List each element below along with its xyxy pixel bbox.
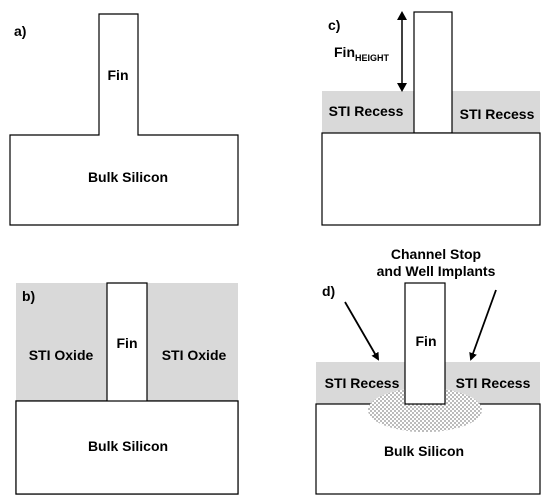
panel-c-fin-height-arrow-down [397,83,407,92]
panel-d-tag: d) [322,283,335,299]
panel-c-fin-height-label: FinHEIGHT [334,44,390,63]
panel-a: a) Fin Bulk Silicon [9,13,239,226]
panel-b-oxide-left-label: STI Oxide [29,347,94,363]
panel-d-recess-left-label: STI Recess [325,375,400,391]
panel-b-bulk [15,400,239,495]
panel-c-fin-height-main: Fin [334,44,355,60]
panel-d-implant-arrow-right [469,289,497,361]
panel-d-bulk-label: Bulk Silicon [384,443,464,459]
panel-b-fin-label: Fin [117,335,138,351]
panel-d-implant-region [368,388,482,432]
panel-c-tag: c) [328,17,340,33]
panel-c: c) FinHEIGHT STI Recess STI Recess [321,11,541,226]
panel-d: d) Channel Stop and Well Implants Fin ST… [315,246,541,495]
panel-d-implant-line2: and Well Implants [377,263,496,279]
panel-d-fin [404,282,446,405]
panel-c-fin-height-sub: HEIGHT [355,53,390,63]
panel-c-bulk [321,132,541,226]
panel-a-fin-label: Fin [108,67,129,83]
panel-d-implant-arrow-left [344,301,380,361]
panel-a-bulk-label: Bulk Silicon [88,169,168,185]
panel-c-fin-height-arrow-up [397,11,407,20]
panel-b-tag: b) [22,288,35,304]
panel-b-oxide-right-label: STI Oxide [162,347,227,363]
panel-d-implant-line1: Channel Stop [391,246,481,262]
panel-c-recess-right-label: STI Recess [460,106,535,122]
panel-b-bulk-label: Bulk Silicon [88,438,168,454]
panel-a-silicon-outline [9,13,239,226]
panel-b: b) Fin STI Oxide STI Oxide Bulk Silicon [15,282,239,495]
panel-c-fin [413,11,453,134]
panel-d-fin-label: Fin [416,333,437,349]
panel-c-recess-left-label: STI Recess [329,103,404,119]
panel-a-tag: a) [14,23,26,39]
panel-b-fin-fill [107,283,147,401]
panel-d-recess-right-label: STI Recess [456,375,531,391]
